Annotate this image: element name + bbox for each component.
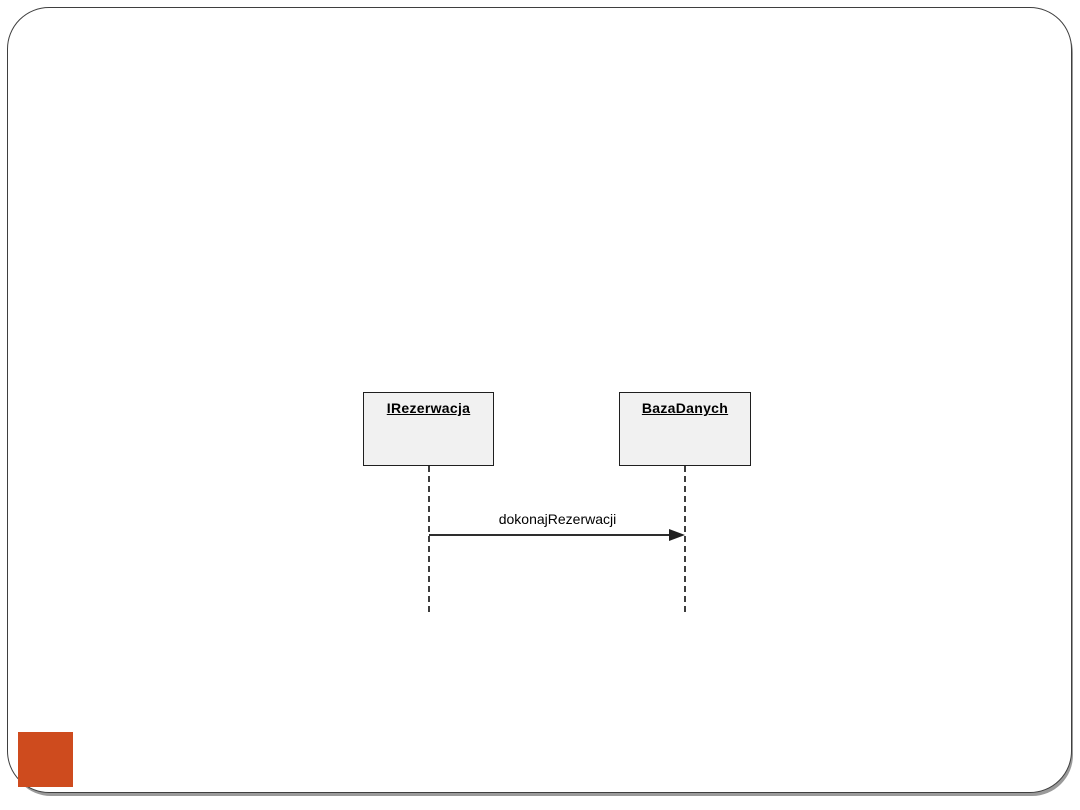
- lifeline-name-bazadanych: BazaDanych: [641, 400, 729, 416]
- lifeline-box-bazadanych: BazaDanych: [619, 392, 751, 466]
- slide-frame: [7, 7, 1072, 793]
- lifeline-name-irezerwacja: IRezerwacja: [386, 400, 471, 416]
- message-arrow-line: [429, 534, 672, 536]
- lifeline-box-irezerwacja: IRezerwacja: [363, 392, 494, 466]
- message-label: dokonajRezerwacji: [498, 511, 617, 527]
- lifeline-dashed-bazadanych: [684, 466, 686, 612]
- lifeline-dashed-irezerwacja: [428, 466, 430, 612]
- arrowhead-icon: [669, 529, 685, 541]
- accent-square: [18, 732, 73, 787]
